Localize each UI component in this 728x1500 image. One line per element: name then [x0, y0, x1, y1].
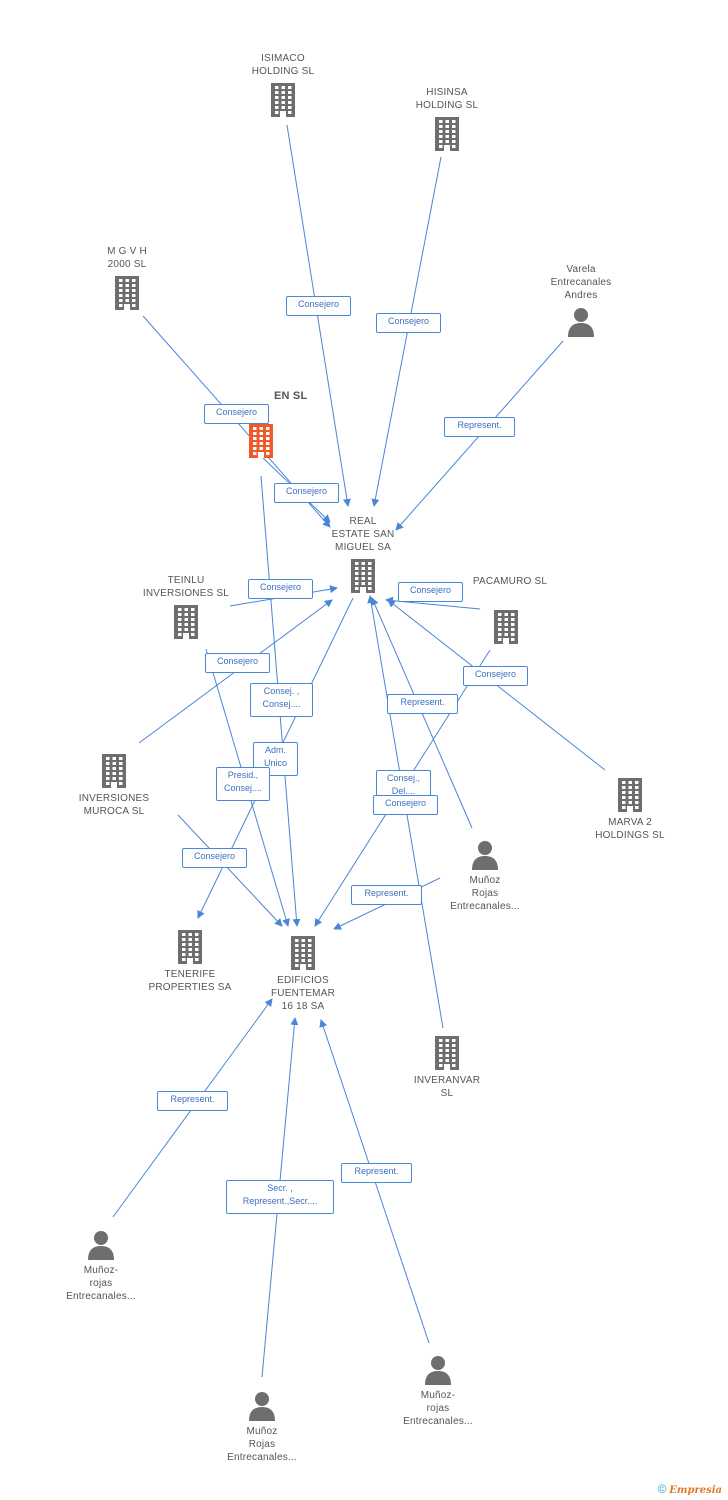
node-pacamuro[interactable]: PACAMURO SL — [451, 576, 561, 644]
edge-label-munoz1-fuentemar[interactable]: Represent. — [351, 885, 422, 905]
building-icon — [249, 424, 273, 458]
node-label: INVERSIONES MUROCA SL — [78, 793, 150, 817]
node-realestate[interactable]: REAL ESTATE SAN MIGUEL SA — [308, 515, 418, 593]
node-label: INVERANVAR SL — [413, 1075, 481, 1099]
edge-label-pacamuro-realestate[interactable]: Consejero — [398, 582, 463, 602]
edge-label-munoz1-realestate[interactable]: Represent. — [387, 694, 458, 714]
edge-label-focus-realestate[interactable]: Consejero — [274, 483, 339, 503]
edge-label-muroca-realestate[interactable]: Consejero — [205, 653, 270, 673]
node-marva[interactable]: MARVA 2 HOLDINGS SL — [575, 778, 685, 842]
edge-label-muroca-fuentemar[interactable]: Consejero — [182, 848, 247, 868]
node-label: MARVA 2 HOLDINGS SL — [595, 817, 665, 841]
building-icon — [115, 276, 139, 310]
node-hisinsa[interactable]: HISINSA HOLDING SL — [392, 86, 502, 151]
node-munoz4[interactable]: Muñoz Rojas Entrecanales... — [207, 1391, 317, 1464]
node-munoz1[interactable]: Muñoz Rojas Entrecanales... — [430, 840, 540, 913]
node-label: HISINSA HOLDING SL — [415, 87, 479, 111]
edge-label-focus-fuentemar[interactable]: Consej. , Consej.... — [250, 683, 313, 717]
node-label: TENERIFE PROPERTIES SA — [148, 969, 232, 993]
building-icon — [494, 610, 518, 644]
node-label: PACAMURO SL — [472, 576, 548, 587]
edge-label-pacamuro-fuentemar[interactable]: Consejero — [373, 795, 438, 815]
node-label: Varela Entrecanales Andres — [550, 264, 612, 301]
node-muroca[interactable]: INVERSIONES MUROCA SL — [59, 754, 169, 818]
node-label: Muñoz Rojas Entrecanales... — [450, 875, 520, 912]
node-mgvh[interactable]: M G V H 2000 SL — [72, 245, 182, 310]
building-icon — [351, 559, 375, 593]
edge-label-munoz4-fuentemar[interactable]: Secr. , Represent.,Secr.... — [226, 1180, 334, 1214]
node-label: Muñoz- rojas Entrecanales... — [66, 1265, 136, 1302]
building-icon — [102, 754, 126, 788]
node-tenerife[interactable]: TENERIFE PROPERTIES SA — [135, 930, 245, 994]
building-icon — [271, 83, 295, 117]
person-icon — [88, 1231, 114, 1260]
node-munoz2[interactable]: Muñoz- rojas Entrecanales... — [46, 1230, 156, 1303]
edge-label-munoz3-fuentemar[interactable]: Represent. — [341, 1163, 412, 1183]
node-focus[interactable]: EN SL — [206, 390, 316, 458]
edge-label-realestate-tenerife[interactable]: Adm. Unico — [253, 742, 298, 776]
footer-brand[interactable]: © Empresia — [658, 1482, 722, 1496]
node-label: EN SL — [274, 390, 308, 402]
node-label: Muñoz- rojas Entrecanales... — [403, 1390, 473, 1427]
edge-label-isimaco-realestate[interactable]: Consejero — [286, 296, 351, 316]
edge-label-munoz2-fuentemar[interactable]: Represent. — [157, 1091, 228, 1111]
person-icon — [472, 841, 498, 870]
node-inveranvar[interactable]: INVERANVAR SL — [392, 1036, 502, 1100]
person-icon — [568, 308, 594, 337]
edge-label-marva-realestate[interactable]: Consejero — [463, 666, 528, 686]
edge-label-teinlu-fuentemar[interactable]: Presid., Consej.... — [216, 767, 270, 801]
person-icon — [425, 1356, 451, 1385]
node-label: EDIFICIOS FUENTEMAR 16 18 SA — [270, 975, 336, 1012]
edge-label-teinlu-realestate[interactable]: Consejero — [248, 579, 313, 599]
node-label: REAL ESTATE SAN MIGUEL SA — [331, 516, 395, 553]
building-icon — [618, 778, 642, 812]
node-isimaco[interactable]: ISIMACO HOLDING SL — [228, 52, 338, 117]
edge-label-mgvh-realestate[interactable]: Consejero — [204, 404, 269, 424]
building-icon — [435, 1036, 459, 1070]
edge-muroca-fuentemar — [177, 814, 283, 927]
copyright-icon: © — [657, 1482, 667, 1496]
node-teinlu[interactable]: TEINLU INVERSIONES SL — [131, 574, 241, 639]
node-label: TEINLU INVERSIONES SL — [142, 575, 230, 599]
node-label: Muñoz Rojas Entrecanales... — [227, 1426, 297, 1463]
node-munoz3[interactable]: Muñoz- rojas Entrecanales... — [383, 1355, 493, 1428]
node-varela[interactable]: Varela Entrecanales Andres — [526, 263, 636, 337]
edge-label-varela-realestate[interactable]: Represent. — [444, 417, 515, 437]
node-fuentemar[interactable]: EDIFICIOS FUENTEMAR 16 18 SA — [248, 936, 358, 1013]
building-icon — [178, 930, 202, 964]
node-label: M G V H 2000 SL — [107, 246, 147, 270]
building-icon — [174, 605, 198, 639]
person-icon — [249, 1392, 275, 1421]
edge-label-hisinsa-realestate[interactable]: Consejero — [376, 313, 441, 333]
building-icon — [291, 936, 315, 970]
building-icon — [435, 117, 459, 151]
brand-name: Empresia — [669, 1485, 722, 1496]
node-label: ISIMACO HOLDING SL — [251, 53, 315, 77]
